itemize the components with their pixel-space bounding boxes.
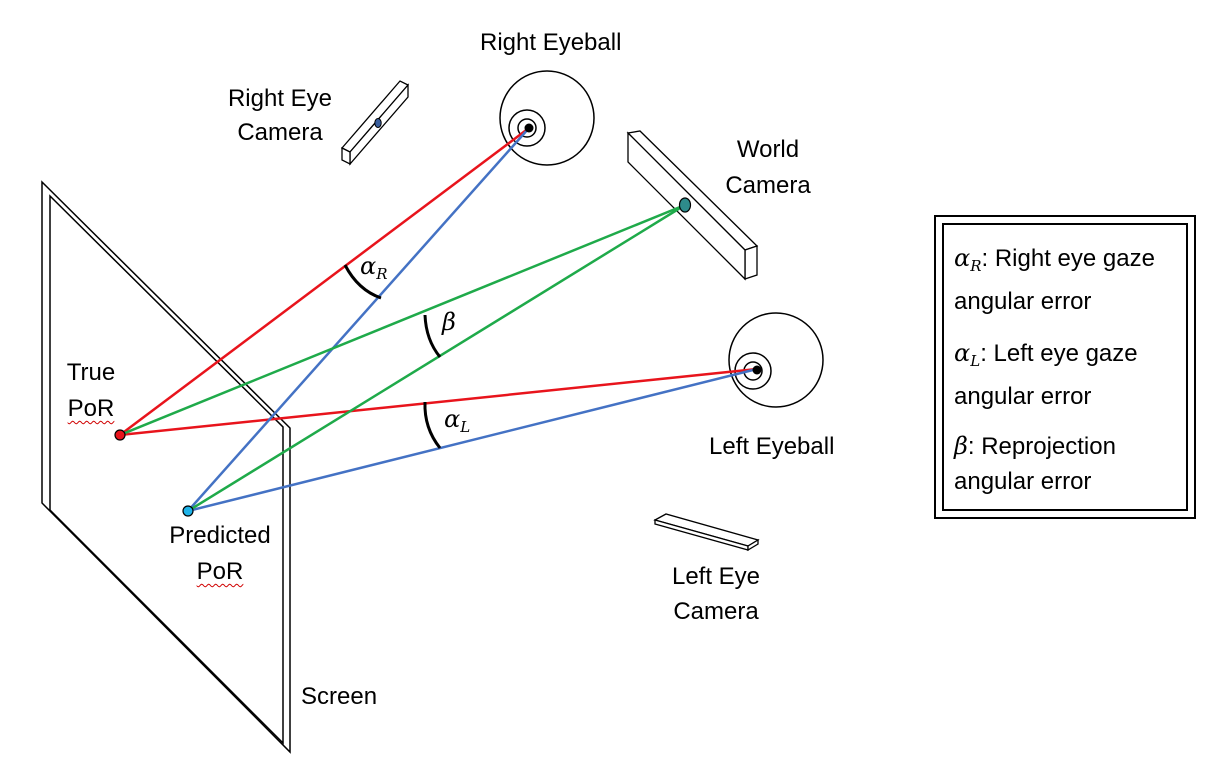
legend-alpha-r-symbol: αR	[954, 244, 982, 275]
right-eye-camera-label-line2: Camera	[237, 119, 323, 146]
predicted-por-label-text: PoR	[196, 558, 244, 585]
beta-arc	[423, 314, 442, 358]
legend-alpha-l-subscript: L	[970, 352, 981, 370]
alpha-r-subscript: R	[376, 265, 388, 283]
world-camera-label-line1: World	[736, 136, 800, 163]
true-por-point	[114, 429, 126, 441]
true-por-label-line1: True	[66, 359, 116, 386]
legend-beta-symbol: β	[954, 432, 968, 460]
predicted-ray-left-eye	[187, 367, 758, 513]
left-eyeball-label: Left Eyeball	[709, 433, 835, 460]
alpha-r-symbol: αR	[360, 252, 388, 283]
screen-label: Screen	[301, 683, 378, 710]
legend-beta-text-line1: : Reprojection	[967, 433, 1116, 460]
alpha-l-greek: α	[444, 405, 461, 433]
legend-item-alpha-r: αR: Right eye gaze angular error	[954, 241, 1155, 319]
left-eye-camera-label-line2: Camera	[673, 598, 759, 625]
right-eyeball-label: Right Eyeball	[480, 29, 622, 56]
legend-alpha-l-symbol: αL	[954, 339, 981, 370]
legend-alpha-l-text-line2: angular error	[954, 383, 1092, 410]
alpha-l-arc	[423, 401, 442, 449]
left-eye-camera	[653, 513, 760, 552]
legend-alpha-l-text-line1: : Left eye gaze	[980, 340, 1138, 367]
beta-symbol: β	[442, 308, 456, 336]
legend-box: αR: Right eye gaze angular error αL: Lef…	[934, 215, 1196, 519]
true-por-label-text: PoR	[67, 395, 115, 422]
right-eyeball	[499, 70, 595, 166]
alpha-r-greek: α	[360, 252, 377, 280]
predicted-por-label-line2: PoR	[160, 554, 280, 590]
screen-panel	[41, 180, 291, 754]
legend-alpha-r-subscript: R	[970, 257, 982, 275]
legend-beta-text-line2: angular error	[954, 468, 1092, 495]
alpha-r-arc	[343, 264, 382, 300]
left-pupil	[752, 365, 762, 375]
world-ray-predicted	[187, 203, 686, 513]
true-ray-right-eye	[119, 127, 530, 436]
gaze-rays	[119, 127, 758, 513]
right-pupil	[524, 123, 534, 133]
predicted-por-label-line1: Predicted	[169, 522, 271, 549]
predicted-ray-right-eye	[187, 127, 530, 512]
legend-item-alpha-l: αL: Left eye gaze angular error	[954, 336, 1138, 414]
angle-arcs	[343, 264, 442, 449]
left-eye-camera-label-line1: Left Eye	[671, 563, 761, 590]
legend-alpha-r-text-line2: angular error	[954, 288, 1092, 315]
world-camera-label-line2: Camera	[725, 172, 811, 199]
true-ray-left-eye	[119, 367, 758, 437]
legend-inner-border: αR: Right eye gaze angular error αL: Lef…	[942, 223, 1188, 511]
predicted-por-point	[182, 505, 194, 517]
right-eye-camera-lens-icon	[374, 118, 382, 128]
world-ray-true	[119, 203, 686, 437]
alpha-l-subscript: L	[460, 418, 471, 436]
right-eye-camera-label-line1: Right Eye	[227, 85, 333, 112]
true-por-label-line2: PoR	[58, 391, 124, 427]
legend-item-beta: β: Reprojection angular error	[954, 429, 1116, 499]
legend-alpha-r-greek: α	[954, 244, 971, 272]
left-eyeball	[728, 312, 824, 408]
alpha-l-symbol: αL	[444, 405, 470, 436]
legend-alpha-l-greek: α	[954, 339, 971, 367]
world-camera-lens-icon	[678, 197, 692, 213]
right-eye-camera	[340, 80, 410, 166]
legend-alpha-r-text-line1: : Right eye gaze	[981, 245, 1155, 272]
